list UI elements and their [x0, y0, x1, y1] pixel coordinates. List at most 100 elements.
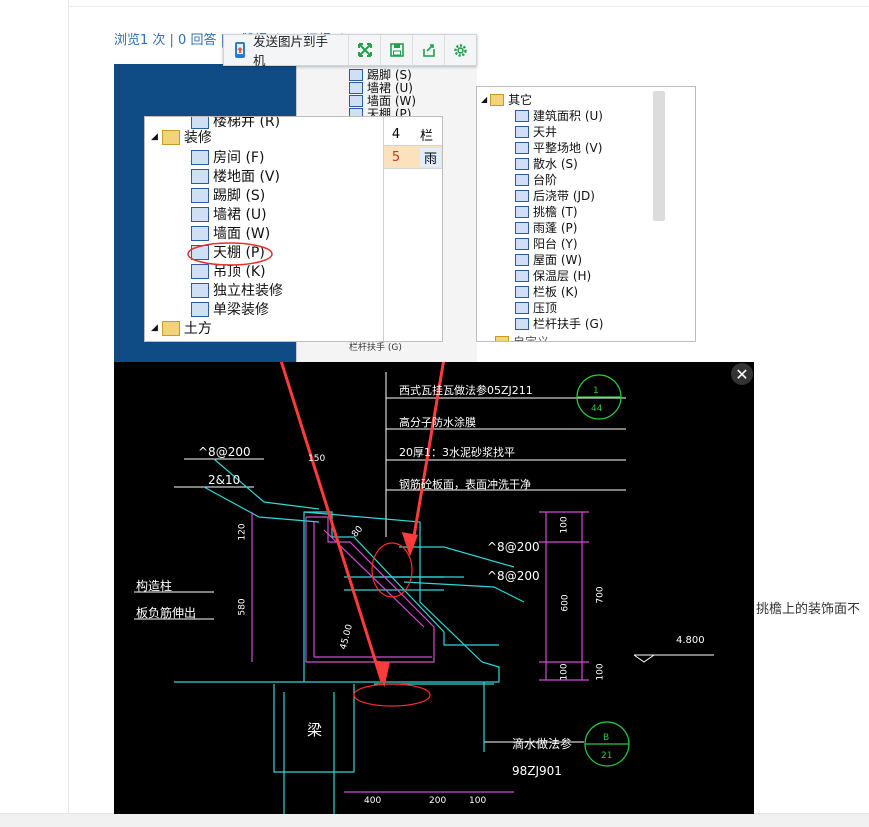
- close-icon: ✕: [735, 364, 749, 384]
- cad-ref-circle: 21: [601, 751, 613, 761]
- close-button[interactable]: ✕: [731, 363, 753, 385]
- tree-item[interactable]: 建筑面积 (U): [533, 109, 603, 123]
- cad-elevation: 4.800: [676, 635, 705, 646]
- tree-item[interactable]: 楼地面 (V): [213, 169, 280, 185]
- folder-icon: [490, 93, 505, 106]
- cad-drawing: 西式瓦挂瓦做法参05ZJ211 高分子防水涂膜 20厚1：3水泥砂浆找平 钢筋砼…: [114, 362, 754, 814]
- suspended-ceiling-icon: [191, 263, 209, 279]
- cad-dimension: 100: [559, 663, 570, 681]
- cad-dimension: 600: [560, 594, 571, 612]
- tree-group-decoration[interactable]: 装修: [183, 130, 212, 146]
- cad-note: 钢筋砼板面，表面冲洗干净: [399, 478, 531, 491]
- tree-item[interactable]: 墙裙 (U): [213, 207, 267, 223]
- settings-icon: [454, 43, 467, 57]
- cad-ref-circle: 44: [591, 404, 603, 414]
- tree-item[interactable]: 挑檐 (T): [533, 205, 578, 219]
- tree-item[interactable]: 平整场地 (V): [533, 141, 603, 155]
- collapse-arrow-icon[interactable]: ◢: [151, 132, 158, 142]
- cad-label: 构造柱: [136, 579, 173, 593]
- tree-item: 墙裙 (U): [367, 81, 413, 95]
- cad-label: ^8@200: [487, 569, 540, 583]
- cad-note: 20厚1：3水泥砂浆找平: [399, 446, 515, 459]
- tree-group-other[interactable]: 其它: [508, 93, 533, 107]
- cad-ref-circle: 1: [593, 386, 599, 396]
- tree-item[interactable]: 天井: [533, 125, 558, 139]
- tree-item[interactable]: 栏杆扶手 (G): [533, 317, 604, 331]
- share-icon: [422, 44, 435, 57]
- scrollbar[interactable]: [653, 91, 665, 221]
- tree-item: 栏杆扶手 (G): [349, 343, 402, 353]
- collapse-arrow-icon[interactable]: ◢: [151, 323, 158, 333]
- folder-icon: [161, 129, 180, 145]
- image-toolbar: 发送图片到手机: [223, 34, 477, 68]
- tree-item: 墙面 (W): [367, 94, 417, 108]
- cad-label: 板负筋伸出: [136, 606, 197, 620]
- tree-item[interactable]: 踢脚 (S): [213, 188, 266, 204]
- content-top-border: [69, 6, 869, 7]
- cad-ref-circle: B: [603, 733, 610, 743]
- save-icon: [389, 43, 404, 57]
- cad-dimension: 580: [237, 598, 248, 616]
- column-icon: [191, 282, 209, 298]
- cad-dimension: 120: [237, 523, 248, 541]
- floor-icon: [191, 168, 209, 184]
- cad-dimension: 100: [595, 663, 606, 681]
- tree-group-earthwork[interactable]: 土方: [183, 321, 212, 337]
- beam-icon: [191, 301, 209, 317]
- cad-lines: [134, 362, 714, 814]
- tree-item[interactable]: 栏板 (K): [533, 285, 579, 299]
- dado-icon: [191, 206, 209, 222]
- fullscreen-button[interactable]: [349, 35, 382, 65]
- wall-icon: [191, 225, 209, 241]
- phone-send-icon: [235, 42, 245, 58]
- cad-dimension: 200: [429, 796, 447, 806]
- share-button[interactable]: [413, 35, 446, 65]
- cad-label: ^8@200: [198, 445, 251, 459]
- cad-note: 高分子防水涂膜: [399, 416, 476, 429]
- collapse-arrow-icon[interactable]: ◢: [481, 95, 488, 104]
- tree-item[interactable]: 楼梯井 (R): [213, 116, 281, 130]
- tree-item[interactable]: 保温层 (H): [533, 269, 592, 283]
- cad-label: 2&10: [208, 473, 241, 487]
- cad-note: 西式瓦挂瓦做法参05ZJ211: [399, 384, 533, 397]
- tree-item[interactable]: 单梁装修: [213, 302, 269, 318]
- tree-item-ceiling[interactable]: 天棚 (P): [213, 245, 265, 261]
- tree-item[interactable]: 散水 (S): [533, 157, 578, 171]
- cad-label: ^8@200: [487, 540, 540, 554]
- fullscreen-icon: [357, 43, 372, 57]
- tree-item: 踢脚 (S): [367, 68, 412, 82]
- page-footer-strip: [0, 813, 869, 827]
- cad-beam-label: 梁: [307, 721, 323, 739]
- cad-dimension: 700: [595, 586, 606, 604]
- cad-dimension: 100: [469, 796, 487, 806]
- cad-dimension: 100: [559, 516, 570, 534]
- cad-note: 98ZJ901: [512, 764, 562, 778]
- tree-item[interactable]: 台阶: [533, 173, 558, 187]
- skirting-icon: [191, 187, 209, 203]
- tree-item[interactable]: 后浇带 (JD): [533, 189, 595, 203]
- send-to-phone-button[interactable]: 发送图片到手机: [224, 34, 350, 68]
- tree-item[interactable]: 房间 (F): [213, 150, 265, 166]
- room-icon: [191, 149, 209, 165]
- tree-item[interactable]: 雨蓬 (P): [533, 221, 578, 235]
- other-tree-panel: ◢ 其它 建筑面积 (U) 天井 平整场地 (V) 散水 (S) 台阶 后浇带 (…: [476, 86, 696, 342]
- tree-item[interactable]: 屋面 (W): [533, 253, 583, 267]
- settings-button[interactable]: [445, 35, 476, 65]
- tree-item[interactable]: 阳台 (Y): [533, 237, 578, 251]
- cad-note: 滴水做法参: [512, 737, 573, 751]
- save-button[interactable]: [381, 35, 414, 65]
- folder-icon: [161, 320, 180, 336]
- cad-dimension: 400: [364, 796, 382, 806]
- red-ellipse-highlight: [187, 242, 273, 266]
- decoration-tree-panel: 楼梯井 (R) ◢ 装修 房间 (F) 楼地面 (V) 踢脚 (S) 墙裙 (U)…: [144, 116, 443, 342]
- content-left-border: [68, 0, 69, 826]
- cad-dimension: 150: [308, 454, 326, 464]
- tree-item[interactable]: 墙面 (W): [213, 226, 271, 242]
- tree-item[interactable]: 独立柱装修: [213, 283, 283, 299]
- tree-item[interactable]: 压顶: [533, 301, 558, 315]
- tree-group-custom[interactable]: 自定义: [513, 335, 550, 342]
- tree-item[interactable]: 吊顶 (K): [213, 264, 266, 280]
